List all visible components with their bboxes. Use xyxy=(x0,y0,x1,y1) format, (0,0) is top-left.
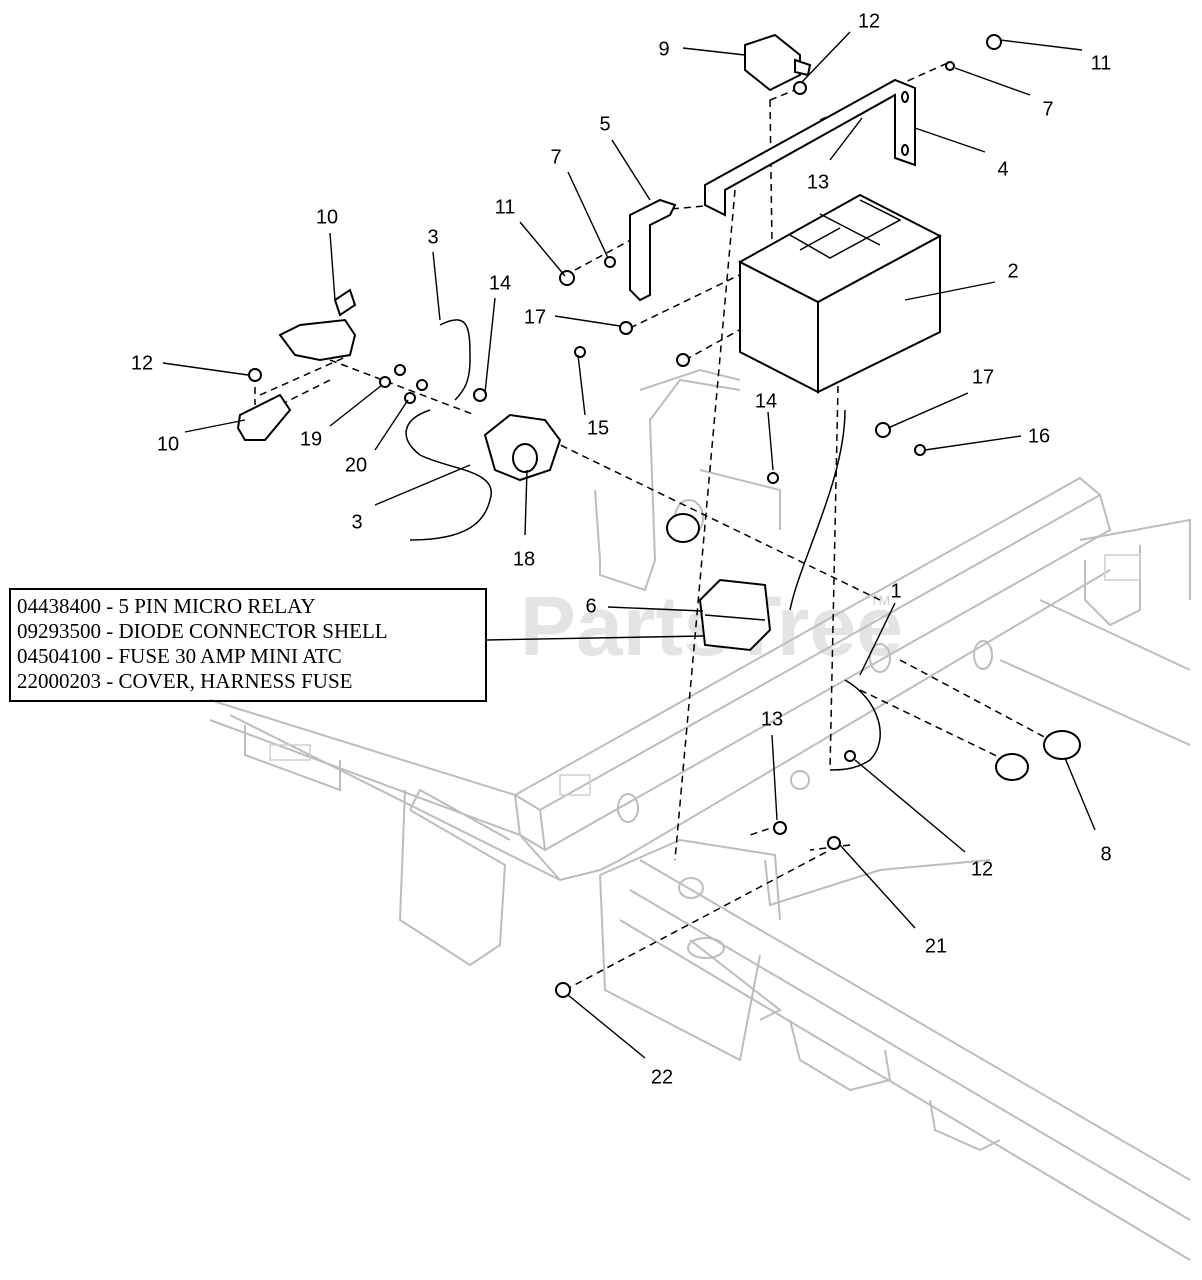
grommets-8 xyxy=(666,513,1081,781)
callout-9: 9 xyxy=(658,38,669,60)
relay-note-line: 04438400 - 5 PIN MICRO RELAY xyxy=(17,594,316,618)
callout-13: 13 xyxy=(761,708,783,730)
battery xyxy=(737,193,943,394)
callout-11: 11 xyxy=(1091,52,1112,74)
callout-14: 14 xyxy=(489,272,511,294)
callout-17: 17 xyxy=(972,366,994,388)
relay-note-line: 22000203 - COVER, HARNESS FUSE xyxy=(17,669,353,693)
callout-1: 1 xyxy=(890,580,901,602)
callout-20: 20 xyxy=(345,454,367,476)
callout-11: 11 xyxy=(495,196,516,218)
callout-10: 10 xyxy=(157,433,179,455)
fasteners xyxy=(248,34,1002,998)
callout-12: 12 xyxy=(858,10,880,32)
callout-22: 22 xyxy=(651,1066,673,1088)
chassis-frame xyxy=(209,368,1191,1261)
callout-3: 3 xyxy=(351,511,362,533)
callout-10: 10 xyxy=(316,206,338,228)
callout-2: 2 xyxy=(1007,260,1018,282)
callout-21: 21 xyxy=(925,935,947,957)
relay-note-line: 09293500 - DIODE CONNECTOR SHELL xyxy=(17,619,388,643)
callout-19: 19 xyxy=(300,428,322,450)
battery-hold-down-bracket xyxy=(704,78,916,217)
callout-16: 16 xyxy=(1028,425,1050,447)
callout-12: 12 xyxy=(131,352,153,374)
cables xyxy=(405,319,881,771)
callout-8: 8 xyxy=(1100,843,1111,865)
callout-3: 3 xyxy=(427,226,438,248)
callout-6: 6 xyxy=(585,595,596,617)
callout-5: 5 xyxy=(599,113,610,135)
battery-cable-boots-10 xyxy=(236,288,357,441)
callout-14: 14 xyxy=(755,390,777,412)
relay-cover-6 xyxy=(698,578,772,652)
callout-15: 15 xyxy=(587,417,609,439)
leader-lines xyxy=(162,31,1096,1059)
callout-7: 7 xyxy=(550,146,561,168)
solenoid-18 xyxy=(483,413,562,482)
callout-13: 13 xyxy=(807,171,829,193)
callout-7: 7 xyxy=(1042,98,1053,120)
assembly-lines xyxy=(254,61,1051,991)
callout-4: 4 xyxy=(997,158,1008,180)
relay-parts-note: 04438400 - 5 PIN MICRO RELAY 09293500 - … xyxy=(9,588,487,702)
watermark-tm: TM xyxy=(870,592,890,608)
terminal-boot-9 xyxy=(744,33,812,92)
relay-note-line: 04504100 - FUSE 30 AMP MINI ATC xyxy=(17,644,342,668)
callouts: 9 12 11 7 5 4 13 7 11 10 3 14 2 17 12 17… xyxy=(131,10,1112,1088)
callout-17: 17 xyxy=(524,306,546,328)
callout-12: 12 xyxy=(971,858,993,880)
bracket-5 xyxy=(629,198,677,302)
callout-18: 18 xyxy=(513,548,535,570)
